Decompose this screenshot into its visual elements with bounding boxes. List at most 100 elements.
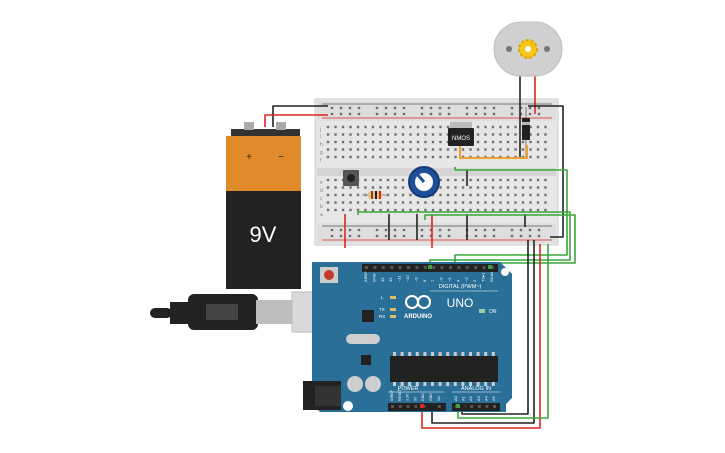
header-pin[interactable] [493, 405, 496, 408]
resistor[interactable] [362, 191, 388, 199]
breadboard-hole [379, 155, 382, 159]
wire-battery-negative[interactable] [272, 105, 328, 127]
wire-battery-positive[interactable] [264, 114, 328, 127]
header-pin[interactable] [415, 266, 419, 269]
header-pin[interactable] [457, 266, 461, 269]
header-pin[interactable] [398, 405, 402, 408]
breadboard-hole [326, 193, 330, 197]
rail-hole [384, 234, 388, 238]
header-pin[interactable] [477, 405, 481, 408]
nmos-transistor[interactable]: NMOS [448, 122, 474, 146]
digital-pin-label: 7 [430, 279, 435, 282]
header-pin[interactable] [373, 266, 377, 269]
chip-pin [393, 382, 396, 386]
wire-black-motor-to-rail[interactable] [528, 105, 564, 238]
chip-pin [423, 352, 427, 356]
analog-pin-label: A5 [491, 395, 496, 401]
breadboard-hole [491, 208, 495, 212]
breadboard-hole [536, 155, 540, 159]
breadboard-hole [499, 178, 502, 182]
breadboard: j i h g f e d c b a [314, 98, 559, 246]
breadboard-hole [529, 148, 532, 151]
breadboard-hole [499, 140, 502, 144]
breadboard-hole [529, 178, 532, 182]
breadboard-hole [349, 148, 352, 151]
header-pin[interactable] [407, 266, 410, 269]
breadboard-hole [349, 155, 352, 159]
wire-black-gnd[interactable] [431, 240, 535, 424]
rail-hole [519, 234, 523, 238]
breadboard-hole [341, 186, 345, 189]
rail-hole [330, 228, 334, 232]
header-pin[interactable] [390, 266, 394, 269]
breadboard-hole [424, 208, 427, 212]
header-pin[interactable] [482, 266, 486, 269]
breadboard-hole [334, 140, 337, 144]
breadboard-hole [409, 148, 412, 151]
breadboard-hole [409, 140, 412, 144]
push-button[interactable] [343, 170, 359, 186]
wire-orange-jumper[interactable] [459, 145, 528, 159]
header-pin[interactable] [398, 266, 402, 269]
digital-pin-label: ~5 [447, 277, 452, 282]
breadboard-hole [424, 155, 427, 159]
breadboard-hole [454, 193, 457, 197]
header-pin[interactable] [414, 405, 418, 408]
breadboard-hole [341, 208, 345, 212]
battery-9v[interactable]: + − 9V [226, 122, 301, 289]
breadboard-hole [364, 125, 367, 129]
breadboard-hole [326, 148, 330, 151]
breadboard-hole [529, 193, 532, 197]
wire-red-5v[interactable] [421, 244, 541, 429]
on-led [479, 309, 485, 313]
arduino-logo-text: ARDUINO [404, 314, 432, 320]
header-pin[interactable] [449, 266, 452, 269]
header-pin[interactable] [381, 266, 385, 269]
breadboard-hole [379, 125, 382, 129]
breadboard-hole [439, 201, 442, 204]
breadboard-hole [431, 208, 435, 212]
l-label: L [381, 295, 384, 300]
dc-motor[interactable] [493, 21, 563, 77]
breadboard-hole [326, 178, 330, 182]
header-pin[interactable] [465, 266, 469, 269]
breadboard-hole [446, 201, 450, 204]
power-rail-bottom [317, 223, 556, 243]
header-pin[interactable] [365, 266, 368, 269]
potentiometer[interactable] [408, 166, 440, 198]
rail-hole [483, 106, 487, 110]
header-pin[interactable] [406, 405, 410, 408]
breadboard-hole [416, 148, 420, 151]
header-pin[interactable] [423, 266, 427, 269]
chip-pin [453, 382, 457, 386]
breadboard-hole [484, 140, 487, 144]
rail-hole [429, 228, 433, 232]
breadboard-hole [341, 148, 345, 151]
header-pin[interactable] [470, 405, 474, 408]
breadboard-hole [326, 133, 330, 136]
header-pin[interactable] [437, 405, 441, 408]
rail-hole [420, 228, 424, 232]
chip-pin [393, 352, 396, 356]
header-pin[interactable] [440, 266, 444, 269]
breadboard-hole [536, 208, 540, 212]
breadboard-hole [334, 208, 337, 212]
rail-hole [447, 112, 451, 116]
breadboard-hole [484, 148, 487, 151]
breadboard-hole [424, 148, 427, 151]
wire-green-button[interactable] [357, 211, 571, 268]
chip-pin [431, 382, 434, 386]
breadboard-hole [341, 125, 345, 129]
header-pin[interactable] [474, 266, 478, 269]
diode[interactable] [522, 118, 530, 140]
row-letter: h [320, 142, 323, 148]
breadboard-hole [536, 125, 540, 129]
header-pin[interactable] [432, 266, 436, 269]
header-pin[interactable] [391, 405, 394, 408]
rail-hole [483, 228, 487, 232]
breadboard-hole [536, 186, 540, 189]
header-pin[interactable] [485, 405, 489, 408]
header-pin[interactable] [491, 266, 494, 269]
row-letter: a [320, 212, 323, 218]
